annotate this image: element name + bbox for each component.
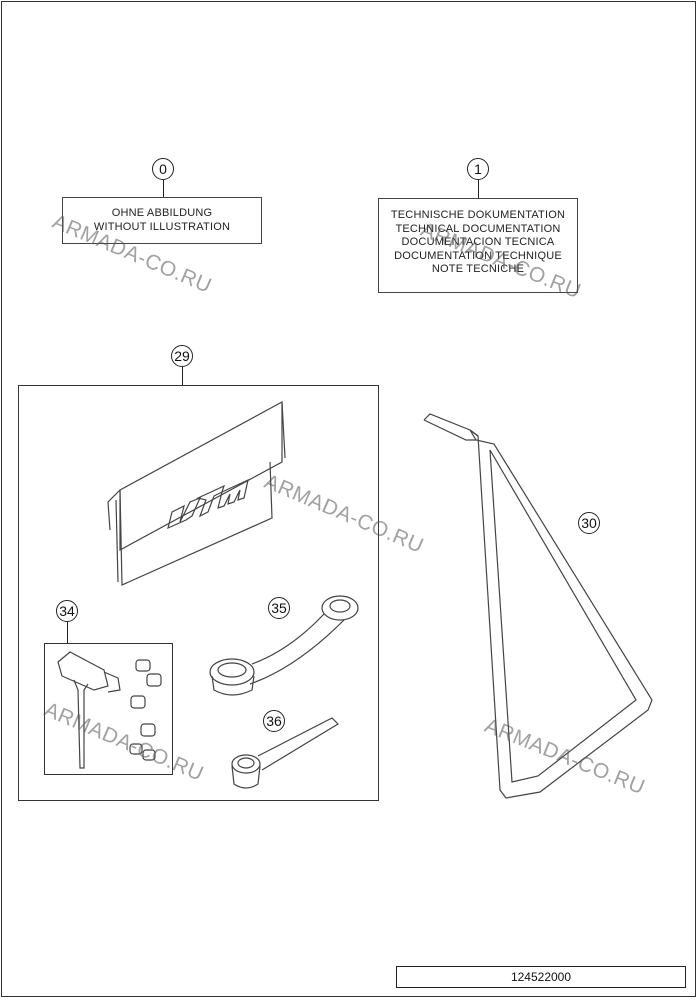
callout-1-leader xyxy=(478,180,479,198)
callout-0[interactable]: 0 xyxy=(152,158,174,180)
t-handle-wrench-icon[interactable] xyxy=(57,651,121,769)
callout-34-leader xyxy=(67,622,68,643)
callout-0-leader xyxy=(163,180,164,197)
side-stand-icon[interactable] xyxy=(423,413,653,799)
callout-34[interactable]: 34 xyxy=(56,600,78,622)
note-line-1: OHNE ABBILDUNG xyxy=(111,207,213,219)
note-technical-documentation: TECHNISCHE DOKUMENTATION TECHNICAL DOCUM… xyxy=(378,198,578,293)
doc-line-2: TECHNICAL DOCUMENTATION xyxy=(395,222,561,235)
ktm-logo-icon xyxy=(167,478,249,530)
hex-socket-bits-icon[interactable] xyxy=(129,659,162,761)
callout-29[interactable]: 29 xyxy=(171,345,193,367)
doc-line-4: DOCUMENTATION TECHNIQUE xyxy=(394,249,562,262)
callout-1[interactable]: 1 xyxy=(467,158,489,180)
double-ring-spanner-icon[interactable] xyxy=(209,595,359,696)
callout-35[interactable]: 35 xyxy=(268,597,290,619)
wrench-set-group-box xyxy=(44,643,173,775)
doc-line-3: DOCUMENTACION TECNICA xyxy=(401,236,555,248)
callout-36[interactable]: 36 xyxy=(263,710,285,732)
tool-kit-group-box xyxy=(18,385,379,801)
doc-line-5: NOTE TECNICHE xyxy=(431,263,525,275)
callout-30[interactable]: 30 xyxy=(578,512,600,534)
document-number: 124522000 xyxy=(396,966,686,988)
doc-line-1: TECHNISCHE DOKUMENTATION xyxy=(390,209,566,221)
callout-29-leader xyxy=(182,367,183,385)
document-folder-icon[interactable] xyxy=(107,400,286,586)
single-ring-spanner-icon[interactable] xyxy=(231,717,339,789)
note-without-illustration: OHNE ABBILDUNG WITHOUT ILLUSTRATION xyxy=(62,197,262,244)
note-line-2: WITHOUT ILLUSTRATION xyxy=(93,220,231,233)
